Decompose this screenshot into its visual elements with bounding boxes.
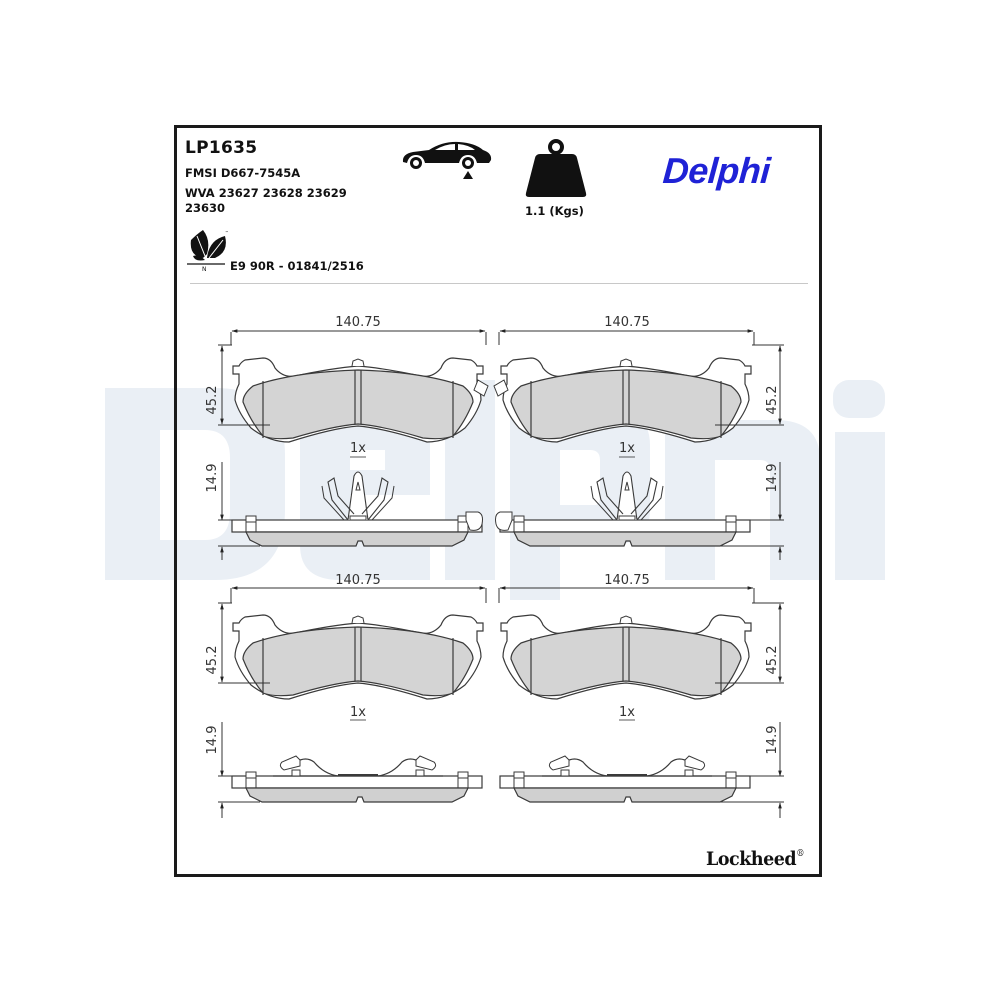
thickness-dimension: 14.9: [205, 726, 220, 755]
fmsi-code: FMSI D667-7545A: [185, 166, 301, 180]
wva-codes-line1: WVA 23627 23628 23629: [185, 186, 347, 200]
pad-bottom-left: 140.75 45.2 1x 14.9: [205, 573, 487, 818]
svg-text:™: ™: [225, 230, 229, 235]
thickness-dimension: 14.9: [765, 464, 780, 493]
part-number: LP1635: [185, 138, 258, 158]
height-dimension: 45.2: [205, 646, 220, 675]
weight-value: 1.1 (Kgs): [525, 204, 584, 218]
pad-top-left: 140.75 45.2 1x 14.9: [205, 315, 489, 560]
header-separator: [190, 283, 808, 284]
svg-text:N: N: [202, 266, 207, 272]
height-dimension: 45.2: [205, 386, 220, 415]
lockheed-logo: Lockheed®: [706, 848, 805, 870]
width-dimension: 140.75: [335, 573, 381, 588]
weight-icon: [525, 139, 587, 197]
pad-bottom-right: 140.75 45.2 1x 14.9: [498, 573, 784, 818]
spec-sheet-frame: LP1635 FMSI D667-7545A WVA 23627 23628 2…: [174, 125, 822, 877]
quantity-label: 1x: [350, 705, 366, 720]
ece-approval-number: E9 90R - 01841/2516: [230, 259, 364, 273]
thickness-dimension: 14.9: [205, 464, 220, 493]
width-dimension: 140.75: [604, 573, 650, 588]
pad-top-right: 140.75 45.2 1x 14.9: [493, 315, 784, 560]
quantity-label: 1x: [619, 705, 635, 720]
height-dimension: 45.2: [765, 646, 780, 675]
height-dimension: 45.2: [765, 386, 780, 415]
quantity-label: 1x: [350, 441, 366, 456]
car-rear-axle-icon: [402, 141, 492, 179]
thickness-dimension: 14.9: [765, 726, 780, 755]
width-dimension: 140.75: [604, 315, 650, 330]
quantity-label: 1x: [619, 441, 635, 456]
leaf-eco-icon: N ™: [187, 230, 229, 272]
wva-codes-line2: 23630: [185, 201, 226, 215]
width-dimension: 140.75: [335, 315, 381, 330]
